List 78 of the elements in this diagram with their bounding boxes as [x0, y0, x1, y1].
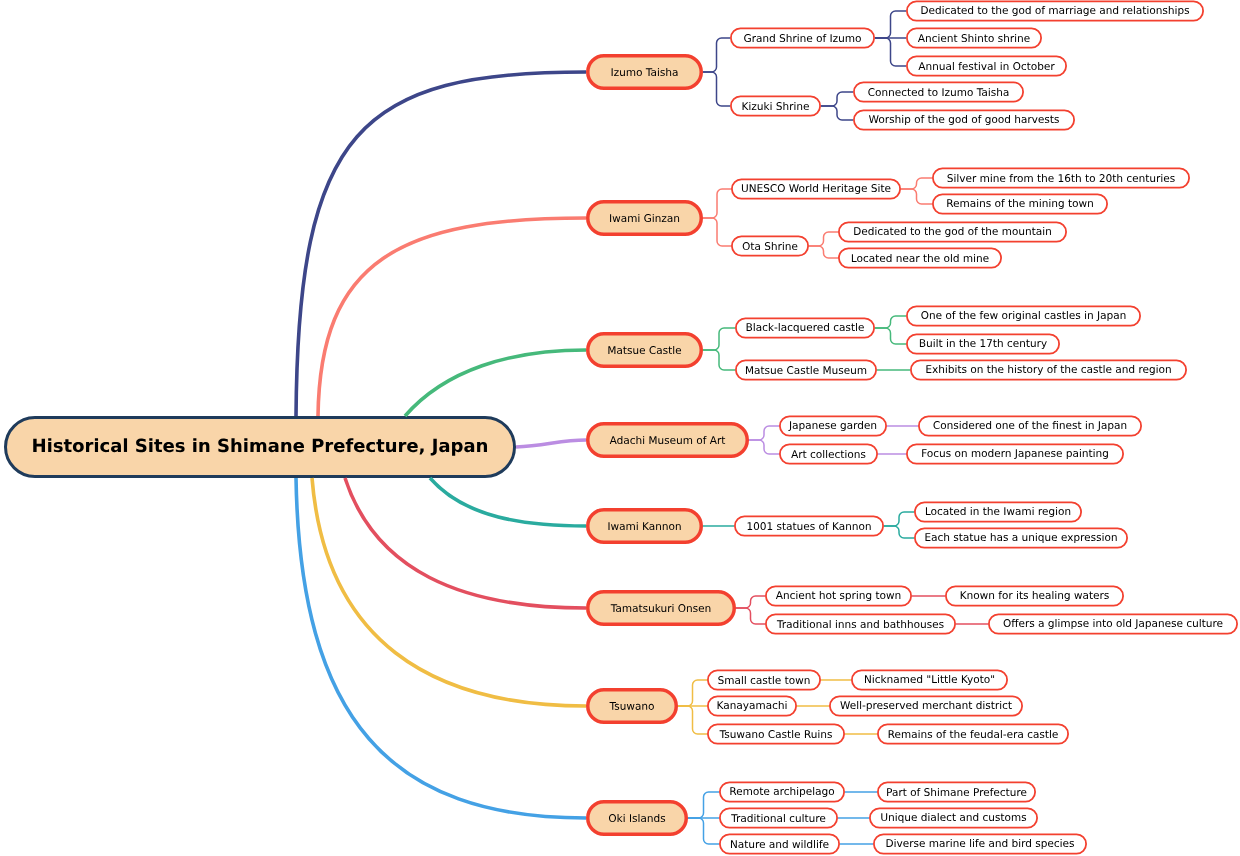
subtopic-box: Ota Shrine	[731, 235, 809, 257]
topic-box: Izumo Taisha	[586, 54, 703, 90]
subtopic-box: UNESCO World Heritage Site	[731, 178, 901, 200]
detail-box: Diverse marine life and bird species	[873, 833, 1087, 855]
subtopic-box: Japanese garden	[779, 415, 887, 437]
branch-curve	[294, 477, 587, 820]
detail-box: Remains of the feudal-era castle	[877, 723, 1069, 745]
connector-line	[808, 245, 839, 259]
connector-line	[844, 791, 878, 793]
connector-line	[911, 595, 946, 597]
connector-line	[796, 705, 830, 707]
topic-box: Tamatsukuri Onsen	[586, 590, 736, 626]
detail-box: Dedicated to the god of marriage and relationships	[906, 0, 1204, 22]
detail-box: Part of Shimane Prefecture	[877, 781, 1036, 803]
subtopic-box: Remote archipelago	[719, 781, 845, 803]
detail-box: Offers a glimpse into old Japanese culture	[988, 613, 1238, 635]
connector-line	[820, 679, 852, 681]
detail-box: Silver mine from the 16th to 20th centuries	[932, 167, 1190, 189]
topic-box: Matsue Castle	[586, 332, 703, 368]
detail-box: Ancient Shinto shrine	[906, 27, 1042, 49]
connector-line	[702, 525, 735, 527]
connector-line	[687, 817, 720, 845]
connector-line	[955, 623, 989, 625]
connector-line	[837, 817, 870, 819]
detail-box: Each statue has a unique expression	[914, 527, 1128, 549]
detail-box: One of the few original castles in Japan	[906, 305, 1141, 327]
detail-box: Unique dialect and customs	[869, 807, 1038, 829]
detail-box: Remains of the mining town	[932, 193, 1108, 215]
subtopic-box: Art collections	[779, 443, 878, 465]
topic-box: Oki Islands	[586, 800, 688, 836]
connector-line	[886, 425, 919, 427]
detail-box: Built in the 17th century	[906, 333, 1060, 355]
detail-box: Nicknamed "Little Kyoto"	[851, 669, 1008, 691]
detail-box: Exhibits on the history of the castle and region	[910, 359, 1187, 381]
detail-box: Known for its healing waters	[945, 585, 1124, 607]
detail-box: Focus on modern Japanese painting	[906, 443, 1124, 465]
subtopic-box: Traditional inns and bathhouses	[765, 613, 956, 635]
branch-curve	[310, 477, 587, 708]
connector-line	[883, 525, 915, 539]
connector-line	[844, 733, 878, 735]
topic-box: Iwami Ginzan	[586, 200, 703, 236]
detail-box: Annual festival in October	[906, 55, 1067, 77]
branch-curve	[515, 438, 587, 449]
detail-box: Worship of the god of good harvests	[853, 109, 1075, 131]
subtopic-box: 1001 statues of Kannon	[734, 515, 884, 537]
connector-line	[900, 188, 933, 205]
topic-box: Adachi Museum of Art	[586, 422, 749, 458]
detail-box: Located in the Iwami region	[914, 501, 1082, 523]
subtopic-box: Traditional culture	[719, 807, 838, 829]
subtopic-box: Grand Shrine of Izumo	[730, 27, 875, 49]
subtopic-box: Tsuwano Castle Ruins	[707, 723, 845, 745]
subtopic-box: Ancient hot spring town	[765, 585, 912, 607]
connector-line	[876, 369, 911, 371]
subtopic-box: Black-lacquered castle	[735, 317, 875, 339]
connector-line	[839, 843, 874, 845]
detail-box: Located near the old mine	[838, 247, 1002, 269]
branch-curve	[403, 348, 587, 418]
subtopic-box: Matsue Castle Museum	[735, 359, 877, 381]
topic-box: Tsuwano	[586, 688, 678, 724]
branch-curve	[428, 476, 587, 528]
branch-curve	[343, 477, 587, 610]
connector-line	[874, 327, 907, 345]
subtopic-box: Nature and wildlife	[719, 833, 840, 855]
topic-box: Iwami Kannon	[586, 508, 703, 544]
connector-line	[748, 439, 780, 455]
detail-box: Considered one of the finest in Japan	[918, 415, 1142, 437]
subtopic-box: Small castle town	[707, 669, 821, 691]
branch-curve	[316, 216, 587, 417]
subtopic-box: Kanayamachi	[707, 695, 797, 717]
detail-box: Well-preserved merchant district	[829, 695, 1023, 717]
connector-line	[877, 453, 907, 455]
central-topic-box: Historical Sites in Shimane Prefecture, Japan	[4, 416, 516, 478]
detail-box: Dedicated to the god of the mountain	[838, 221, 1067, 243]
subtopic-box: Kizuki Shrine	[730, 95, 821, 117]
branch-curve	[294, 70, 587, 417]
detail-box: Connected to Izumo Taisha	[853, 81, 1024, 103]
connector-line	[735, 607, 766, 625]
connector-line	[820, 105, 854, 121]
